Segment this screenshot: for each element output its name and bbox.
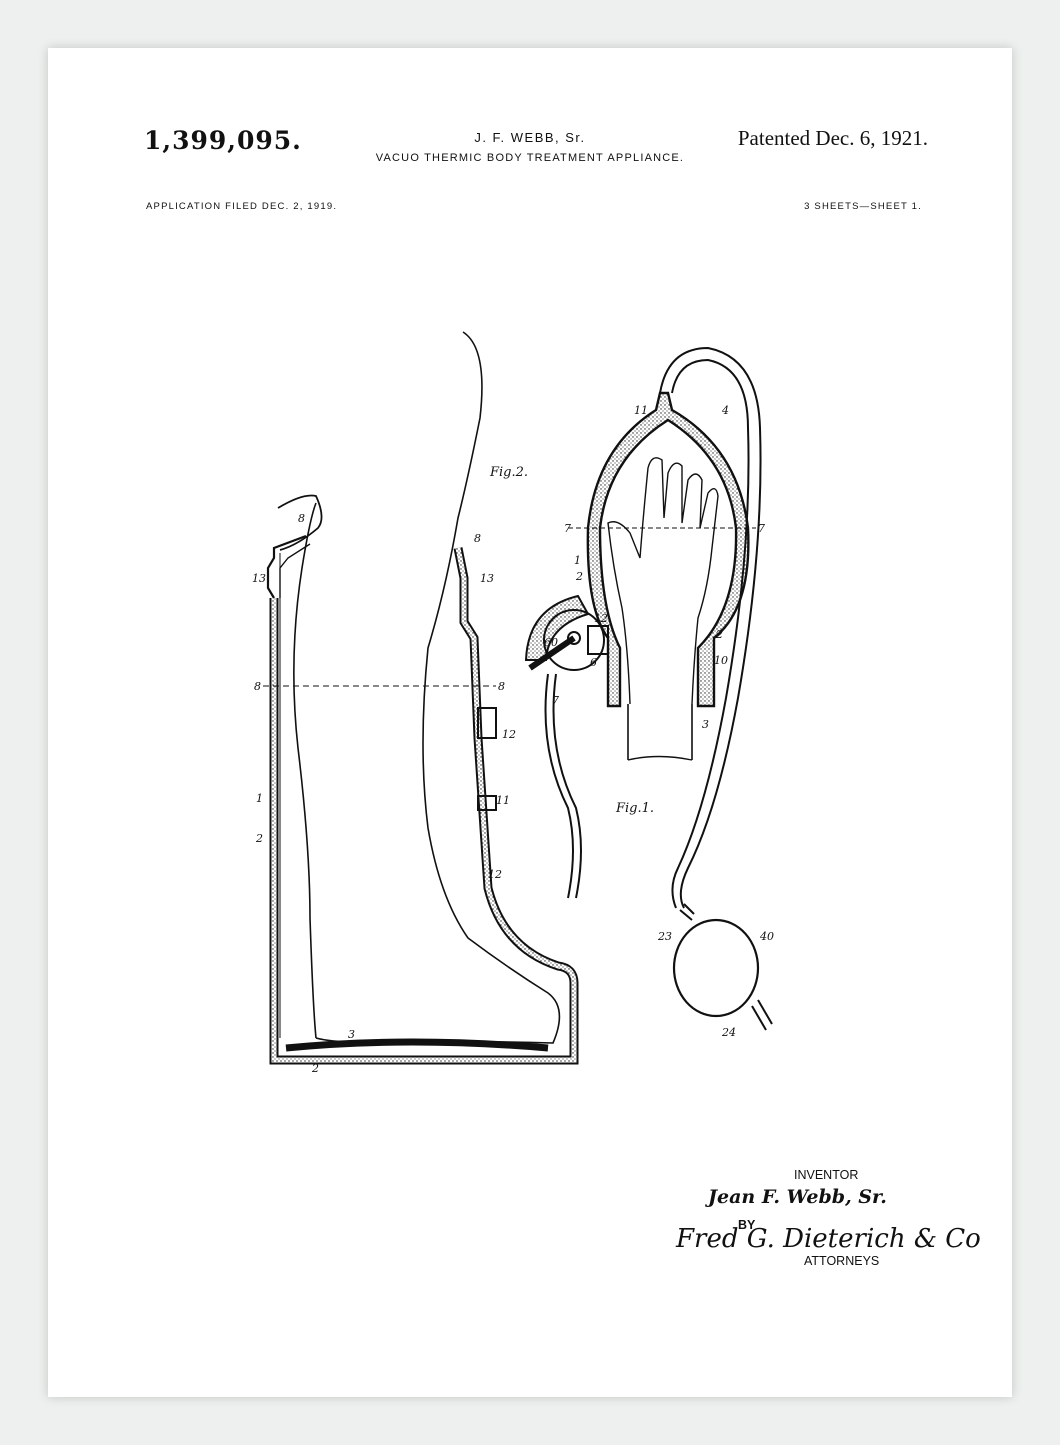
ref-numeral: 2 (575, 570, 583, 583)
ref-numeral: 8 (298, 512, 305, 525)
fig1-hand-chamber (586, 346, 773, 1031)
inventor-signature: Jean F. Webb, Sr. (708, 1186, 887, 1208)
ref-numeral: 23 (657, 930, 672, 943)
patent-title: VACUO THERMIC BODY TREATMENT APPLIANCE. (375, 152, 685, 164)
application-filed: APPLICATION FILED DEC. 2, 1919. (146, 201, 338, 212)
patent-sheet: 1,399,095. J. F. WEBB, Sr. VACUO THERMIC… (48, 48, 1012, 1397)
ref-numeral: 4 (721, 404, 729, 417)
attorney-signature: Fred G. Dieterich & Co (676, 1224, 981, 1254)
ref-numeral: 6 (590, 656, 597, 669)
ref-numeral: 3 (702, 718, 709, 731)
ref-numeral: 8 (254, 680, 261, 693)
ref-numeral: 13 (252, 572, 266, 585)
ref-numeral: 11 (634, 404, 648, 417)
ref-numeral: 8 (498, 680, 505, 693)
patent-number: 1,399,095. (144, 126, 302, 155)
ref-numeral: 1 (256, 792, 263, 805)
ref-numeral: 1 (574, 554, 581, 567)
ref-numeral: 2 (715, 628, 723, 641)
fig1-label: Fig.1. (615, 801, 654, 816)
ref-numeral: 12 (488, 868, 502, 881)
ref-numeral: 8 (474, 532, 481, 545)
ref-numeral: 7 (552, 694, 559, 707)
ref-numeral: 3 (348, 1028, 355, 1041)
ref-numeral: 24 (721, 1026, 736, 1039)
attorneys-label: ATTORNEYS (804, 1254, 880, 1268)
inventor-name: J. F. WEBB, Sr. (474, 130, 586, 145)
ref-numeral: 12 (594, 612, 608, 625)
patented-date: Patented Dec. 6, 1921. (737, 126, 928, 150)
ref-numeral: 2 (311, 1062, 319, 1075)
ref-numeral: 13 (480, 572, 494, 585)
ref-numeral: 2 (255, 832, 263, 845)
patent-drawing: Fig.2. Fig.1. 8 8 13 13 8 8 12 11 1 2 2 … (252, 331, 774, 1075)
fig2-leg (279, 331, 561, 1044)
ref-numeral: 10 (714, 654, 728, 667)
ref-numeral: 40 (759, 930, 774, 943)
sheet-count: 3 SHEETS—SHEET 1. (804, 201, 922, 212)
fig2-boot (266, 494, 579, 1065)
ref-numeral: 11 (496, 794, 510, 807)
ref-numeral: 12 (502, 728, 516, 741)
ref-numeral: 60 (544, 636, 558, 649)
fig1-gauge (524, 594, 609, 899)
fig2-label: Fig.2. (489, 465, 528, 480)
by-label: BY (738, 1218, 756, 1232)
inventor-label: INVENTOR (794, 1168, 859, 1182)
reference-numerals: 8 8 13 13 8 8 12 11 1 2 2 3 12 11 4 7 7 … (252, 404, 774, 1075)
ref-numeral: 7 (564, 522, 571, 535)
ref-numeral: 7 (758, 522, 765, 535)
fig1-hand (568, 457, 756, 705)
